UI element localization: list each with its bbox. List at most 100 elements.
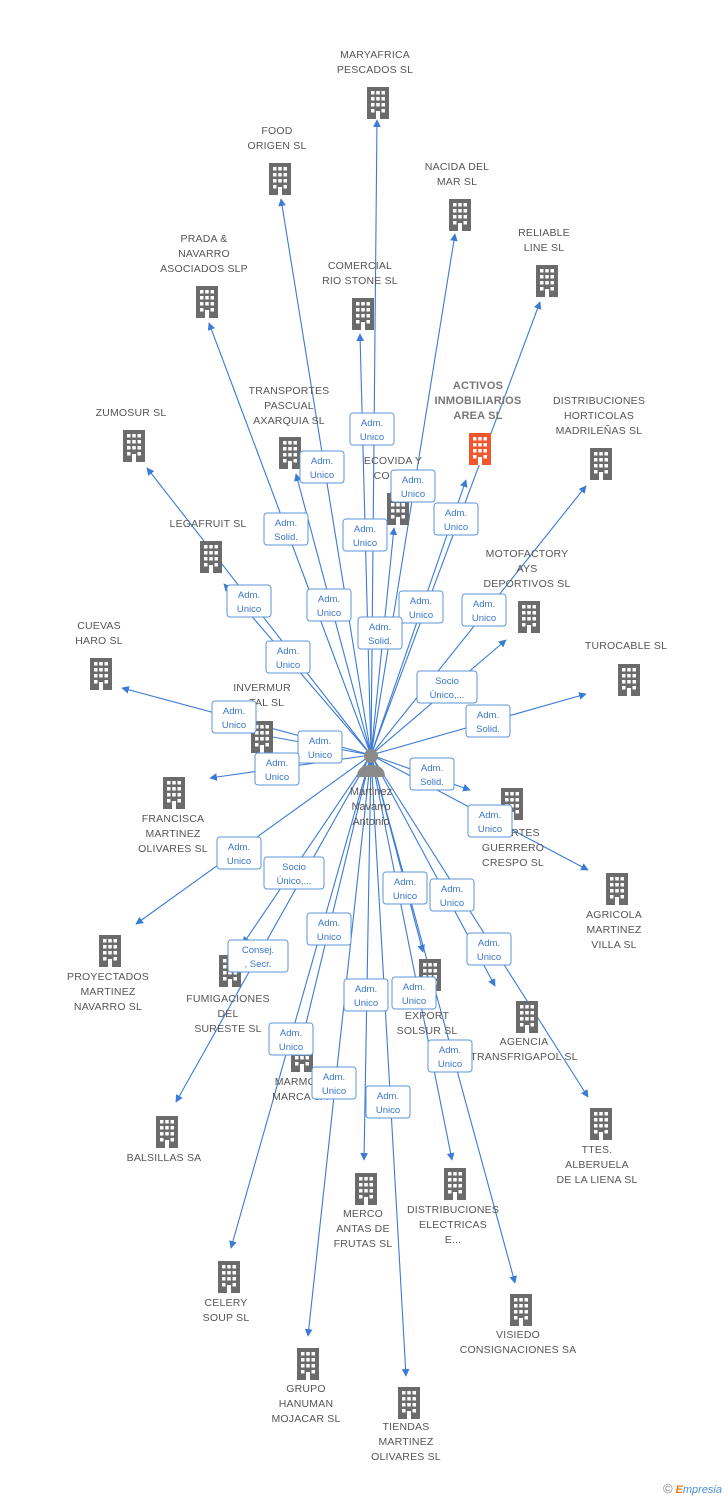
company-node-turocable[interactable]: TUROCABLE SL — [585, 640, 667, 696]
relation-label-legafruit[interactable]: Adm.Unico — [265, 640, 311, 674]
relation-label-box — [268, 1022, 314, 1056]
company-name-line: DE LA LIENA SL — [556, 1174, 637, 1186]
relation-label-food-origen[interactable]: Adm.Unico — [299, 450, 345, 484]
relation-label-box — [227, 939, 289, 973]
company-node-zumosur[interactable]: ZUMOSUR SL — [96, 407, 167, 462]
relation-label-reliable-line[interactable]: Adm.Unico — [433, 502, 479, 536]
relation-label-invermur[interactable]: Adm.Unico — [297, 730, 343, 764]
relation-label-nacida-del-mar[interactable]: Adm.Unico — [390, 469, 436, 503]
building-icon — [279, 437, 301, 469]
company-name-line: ORIGEN SL — [248, 140, 307, 152]
relation-label-export-solsur[interactable]: Adm.Unico — [382, 871, 428, 905]
relation-label-distribuciones-electricas[interactable]: Adm.Unico — [391, 976, 437, 1010]
relation-label-cuevas-haro[interactable]: Adm.Unico — [211, 700, 257, 734]
relation-label-transportes-pascual[interactable]: Adm.Unico — [306, 588, 352, 622]
relation-label-box — [461, 593, 507, 627]
relation-text: Adm.Unico — [401, 475, 425, 500]
relation-label-francisca-martinez[interactable]: Adm.Unico — [254, 752, 300, 786]
edge-merco-antas — [360, 754, 372, 1161]
relation-label-distribuciones-horticolas[interactable]: Adm.Unico — [461, 593, 507, 627]
company-name-line: PASCUAL — [264, 400, 314, 412]
company-node-legafruit[interactable]: LEGAFRUIT SL — [170, 518, 247, 573]
relation-label-box — [226, 584, 272, 618]
brand-name: mpresia — [682, 1484, 722, 1496]
relation-text: Adm.Unico — [222, 706, 246, 731]
relation-label-zumosur[interactable]: Adm.Unico — [226, 584, 272, 618]
relation-label-balsillas[interactable]: Consej., Secr. — [227, 939, 289, 973]
relation-label-proyectados-martinez[interactable]: Adm.Unico — [216, 836, 262, 870]
relation-label-agencia-transfrigapol[interactable]: Adm.Unico — [429, 878, 475, 912]
relation-label-maryafrica[interactable]: Adm.Unico — [349, 412, 395, 446]
company-name-line: MARYAFRICA — [340, 49, 410, 61]
relation-label-box — [216, 836, 262, 870]
company-name-line: DISTRIBUCIONES — [407, 1204, 499, 1216]
relation-label-marmoles-marca[interactable]: Adm.Unico — [306, 912, 352, 946]
relation-label-merco-antas[interactable]: Adm.Unico — [343, 978, 389, 1012]
relation-label-transportes-guerrero[interactable]: Adm.Solid. — [409, 757, 455, 791]
relation-label-comercial-rio-stone[interactable]: Adm.Unico — [342, 518, 388, 552]
relation-label-ttes-alberuela[interactable]: Adm.Unico — [466, 932, 512, 966]
company-name-line: BALSILLAS SA — [127, 1152, 202, 1164]
building-icon — [269, 163, 291, 195]
company-name-line: AREA SL — [453, 410, 502, 422]
company-name-line: COMERCIAL — [328, 260, 392, 272]
company-node-balsillas[interactable]: BALSILLAS SA — [127, 1116, 202, 1164]
company-name-line: CUEVAS — [77, 620, 121, 632]
company-name-line: LEGAFRUIT SL — [170, 518, 247, 530]
relation-label-celery-soup[interactable]: Adm.Unico — [268, 1022, 314, 1056]
relation-label-prada-navarro[interactable]: Adm.Solid. — [263, 512, 309, 546]
edge-visiedo — [370, 754, 517, 1284]
relation-text: Adm.Unico — [276, 646, 300, 671]
edge-marmoles-marca — [300, 754, 372, 1037]
company-name-line: ACTIVOS — [453, 380, 503, 392]
relation-label-turocable[interactable]: Adm.Solid. — [465, 704, 511, 738]
edge-tiendas-martinez — [370, 754, 410, 1377]
relation-label-tiendas-martinez[interactable]: Adm.Unico — [365, 1085, 411, 1119]
relation-label-box — [433, 502, 479, 536]
company-name-line: OLIVARES SL — [371, 1451, 441, 1463]
company-name-line: AGENCIA — [500, 1036, 549, 1048]
relation-label-grupo-hanuman[interactable]: Adm.Unico — [311, 1066, 357, 1100]
relation-text: Adm.Solid. — [368, 622, 392, 647]
building-icon — [355, 1173, 377, 1205]
company-node-distribuciones-electricas[interactable]: DISTRIBUCIONESELECTRICASE... — [407, 1168, 499, 1246]
building-icon — [618, 664, 640, 696]
relation-label-visiedo[interactable]: Adm.Unico — [427, 1039, 473, 1073]
relation-label-box — [390, 469, 436, 503]
relation-label-activos-inmobiliarios[interactable]: Adm.Unico — [398, 590, 444, 624]
company-name-line: FOOD — [261, 125, 292, 137]
relation-label-ecovida[interactable]: Adm.Solid. — [357, 616, 403, 650]
company-node-food-origen[interactable]: FOOD ORIGEN SL — [248, 125, 307, 195]
relation-label-agricola-martinez[interactable]: Adm.Unico — [467, 804, 513, 838]
relation-label-box — [427, 1039, 473, 1073]
relation-label-box — [311, 1066, 357, 1100]
relation-text: Adm.Unico — [472, 599, 496, 624]
relation-label-box — [466, 932, 512, 966]
relation-label-box — [297, 730, 343, 764]
